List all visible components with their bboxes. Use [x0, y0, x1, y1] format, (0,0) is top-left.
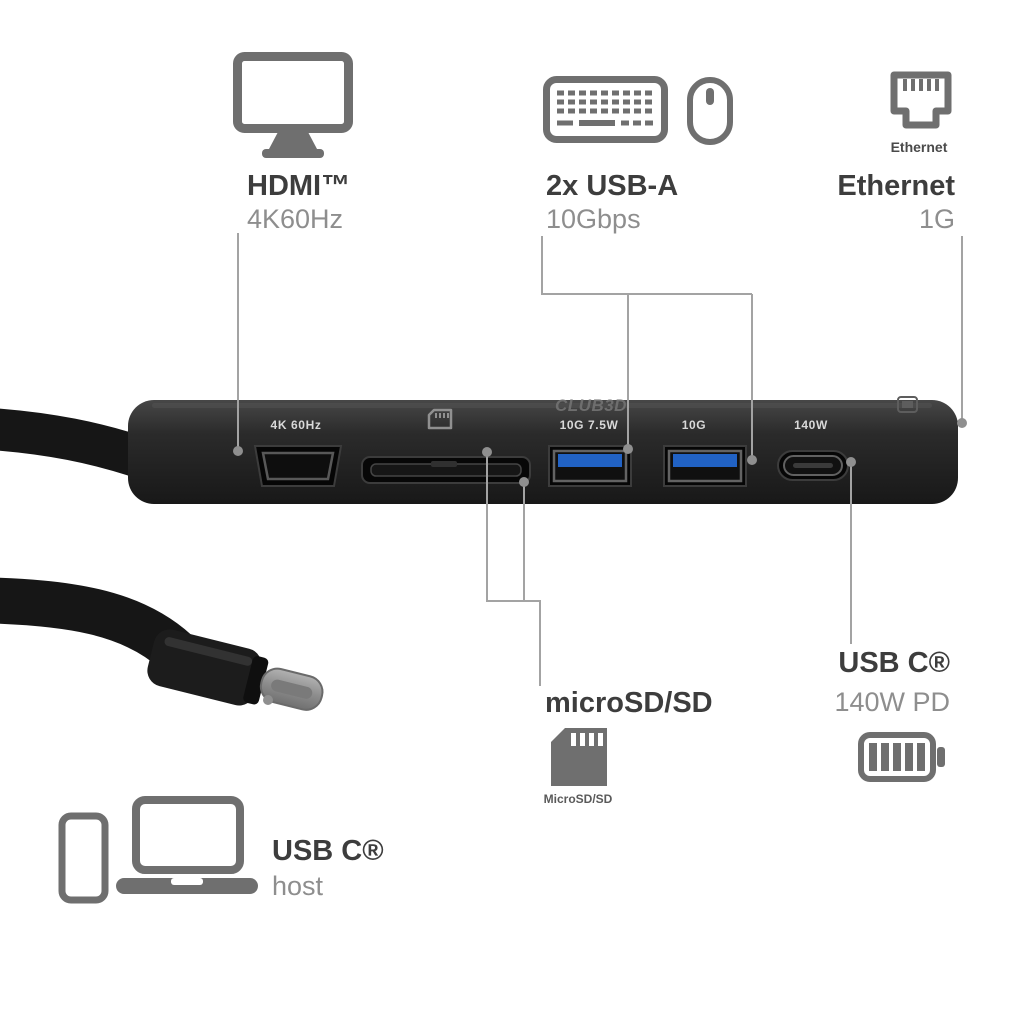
phone-icon — [58, 812, 109, 904]
card-reader-title: microSD/SD — [545, 687, 713, 719]
hdmi-port — [253, 445, 343, 487]
club3d-logo: CLUB3D — [555, 396, 627, 415]
sd-card-print-icon — [427, 408, 453, 430]
mouse-icon — [687, 77, 733, 145]
usb-c-plug — [147, 629, 324, 711]
hub-device — [0, 396, 958, 504]
brand-mark-icon — [897, 396, 918, 413]
usb-c-host-subtitle: host — [272, 871, 324, 901]
callout-line-usb-a — [541, 236, 752, 295]
ethernet-subtitle: 1G — [918, 204, 955, 234]
port-label-hdmi: 4K 60Hz — [270, 418, 322, 432]
host-cable-upper — [0, 408, 163, 479]
usb-c-host-cable — [0, 577, 324, 711]
port-label-usb-c: 140W — [794, 418, 828, 432]
usb-a-port-2 — [663, 445, 747, 487]
usb-c-pd-subtitle: 140W PD — [834, 687, 950, 717]
battery-icon — [858, 732, 945, 782]
port-label-usb-a-2: 10G — [681, 418, 707, 432]
ethernet-title: Ethernet — [837, 170, 955, 202]
usb-a-subtitle: 10Gbps — [546, 204, 641, 234]
usb-c-port — [777, 450, 849, 481]
usb-c-host-title: USB C® — [272, 835, 384, 867]
hdmi-subtitle: 4K60Hz — [247, 204, 344, 234]
ethernet-port-icon — [890, 71, 952, 129]
port-label-usb-a-1: 10G 7.5W — [559, 418, 619, 432]
monitor-icon — [233, 52, 353, 158]
keyboard-icon — [543, 76, 668, 143]
hdmi-title: HDMI™ — [247, 170, 351, 202]
callout-lines — [237, 233, 963, 686]
card-reader-icon-caption: MicroSD/SD — [543, 792, 613, 806]
sd-card-slot — [361, 456, 531, 484]
usb-a-title: 2x USB-A — [546, 170, 679, 202]
laptop-icon — [116, 796, 258, 894]
callout-line-card-reader — [486, 452, 541, 686]
sd-card-icon — [551, 728, 607, 786]
callout-dots — [233, 418, 967, 705]
usb-c-pd-title: USB C® — [838, 647, 950, 679]
ethernet-icon-caption: Ethernet — [890, 139, 948, 155]
usb-a-port-1 — [548, 445, 632, 487]
